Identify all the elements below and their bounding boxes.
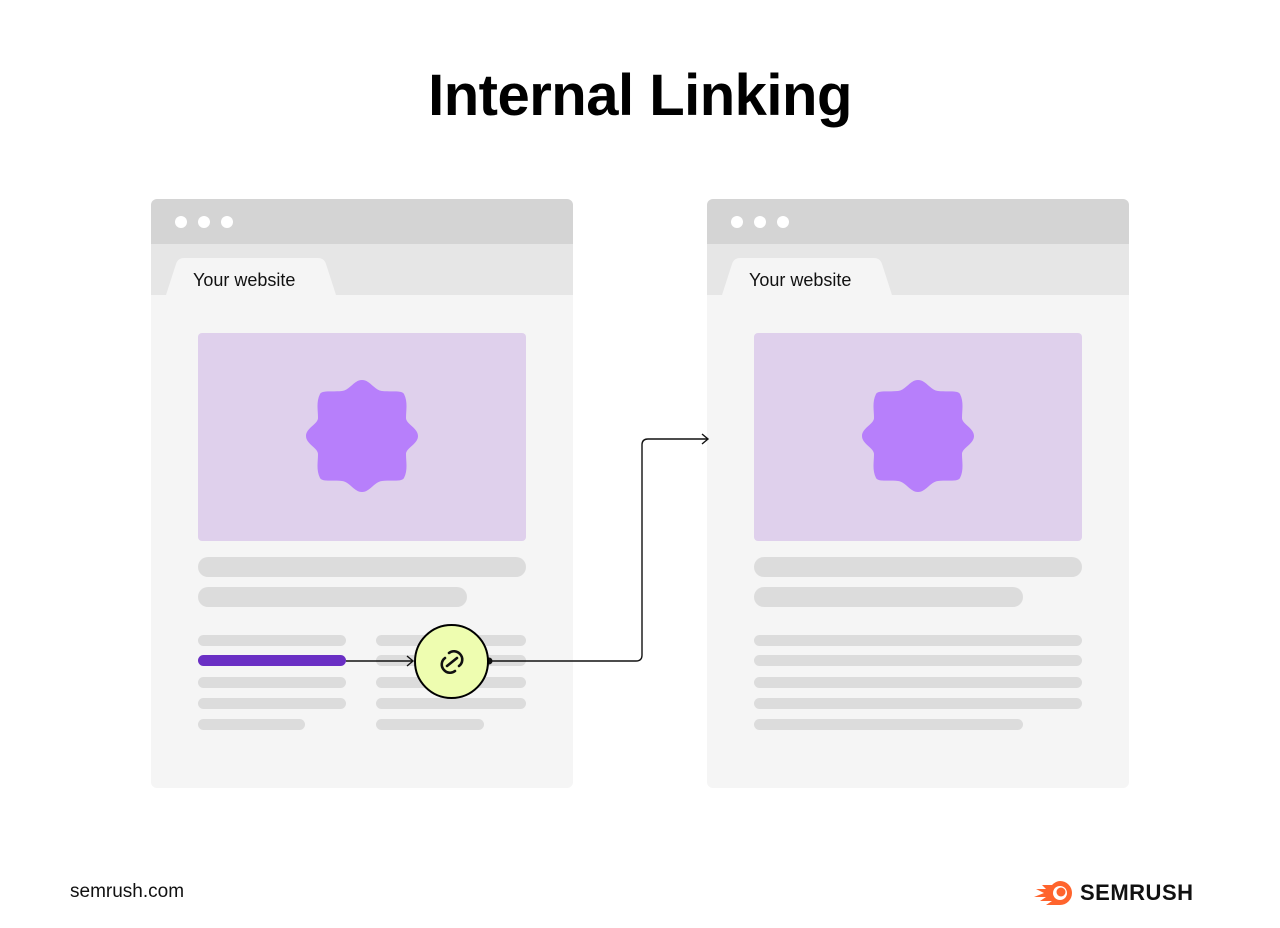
heading-placeholder	[754, 557, 1082, 577]
browser-tabbar: Your website	[151, 244, 573, 295]
hero-image	[754, 333, 1082, 541]
text-line-placeholder	[198, 635, 346, 646]
subheading-placeholder	[754, 587, 1023, 607]
browser-titlebar	[707, 199, 1129, 244]
link-badge	[414, 624, 489, 699]
browser-tab[interactable]: Your website	[722, 258, 892, 295]
text-line-placeholder	[198, 677, 346, 688]
window-dot-icon	[221, 216, 233, 228]
text-line-placeholder	[754, 655, 1082, 666]
hero-image	[198, 333, 526, 541]
text-line-placeholder	[198, 719, 305, 730]
semrush-flame-icon	[1034, 881, 1072, 905]
internal-link-anchor[interactable]	[198, 655, 346, 666]
browser-tabbar: Your website	[707, 244, 1129, 295]
browser-tab[interactable]: Your website	[166, 258, 336, 295]
brand-name: SEMRUSH	[1080, 880, 1194, 905]
source-browser-window: Your website	[151, 199, 573, 788]
window-dot-icon	[731, 216, 743, 228]
text-line-placeholder	[754, 677, 1082, 688]
window-dot-icon	[198, 216, 210, 228]
footer-domain: semrush.com	[70, 881, 185, 902]
text-line-placeholder	[376, 698, 526, 709]
flower-badge-icon	[306, 380, 418, 492]
window-dot-icon	[175, 216, 187, 228]
window-dot-icon	[777, 216, 789, 228]
heading-placeholder	[198, 557, 526, 577]
text-line-placeholder	[754, 698, 1082, 709]
brand-logo: SEMRUSH	[1032, 879, 1194, 907]
text-line-placeholder	[754, 635, 1082, 646]
tab-label: Your website	[193, 270, 296, 290]
text-line-placeholder	[754, 719, 1023, 730]
window-dot-icon	[754, 216, 766, 228]
browser-titlebar	[151, 199, 573, 244]
text-line-placeholder	[376, 719, 484, 730]
tab-label: Your website	[749, 270, 852, 290]
flower-badge-icon	[862, 380, 974, 492]
subheading-placeholder	[198, 587, 467, 607]
target-browser-window: Your website	[707, 199, 1129, 788]
page-title: Internal Linking	[428, 63, 852, 128]
text-line-placeholder	[198, 698, 346, 709]
link-icon	[440, 649, 464, 675]
